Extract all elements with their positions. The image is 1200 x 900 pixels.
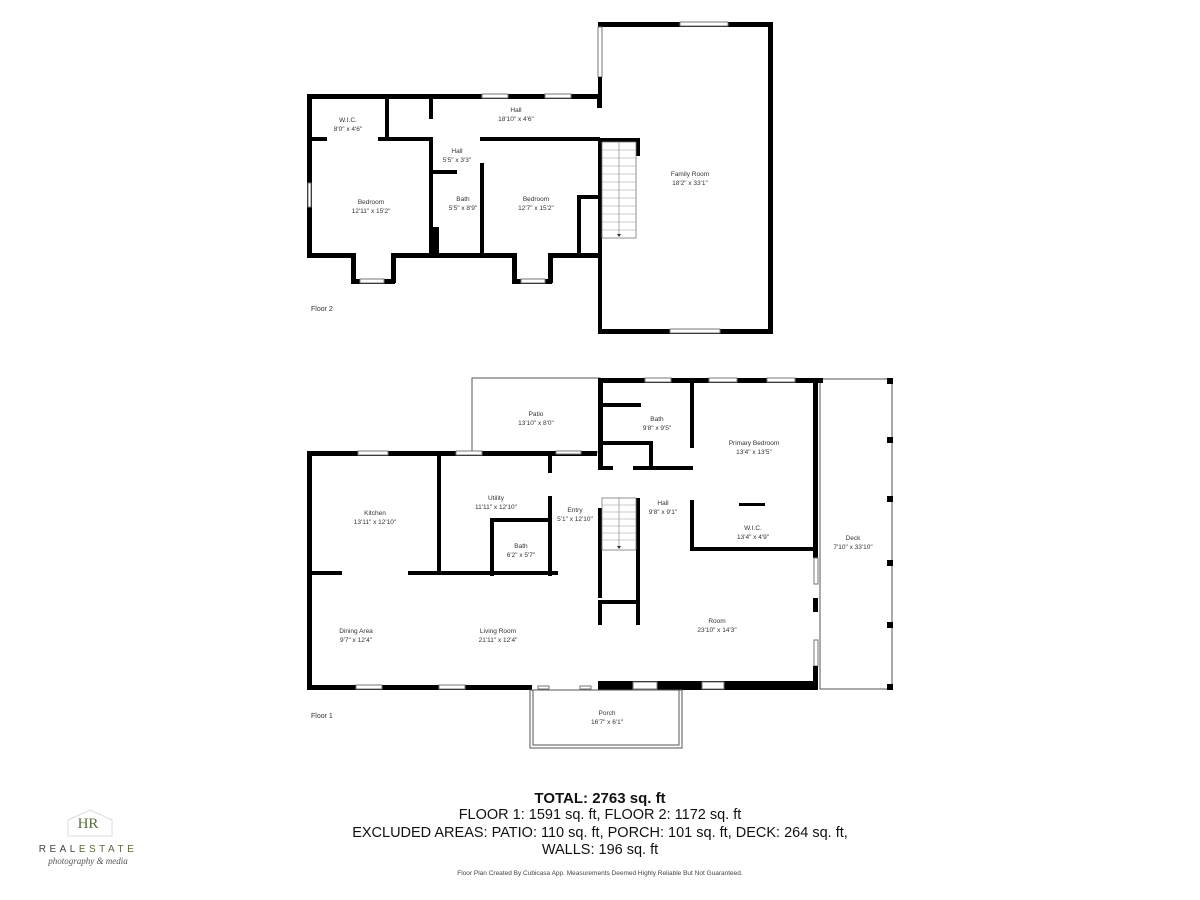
room-dims: 12'11" x 15'2"	[351, 207, 391, 215]
floor-areas: FLOOR 1: 1591 sq. ft, FLOOR 2: 1172 sq. …	[458, 807, 742, 823]
logo-brand-real: REAL	[38, 844, 79, 855]
room-name: Family Room	[670, 171, 710, 178]
room-name: Hall	[510, 107, 522, 114]
porch-outline	[529, 689, 683, 749]
room-dims: 13'4" x 13'5"	[736, 448, 772, 456]
room-dims: 18'10" x 4'6"	[498, 115, 534, 123]
room-dims: 11'11" x 12'10"	[475, 503, 517, 511]
room-dims: 16'7" x 6'1"	[590, 718, 624, 726]
room-name: Deck	[845, 535, 861, 542]
walls-area: WALLS: 196 sq. ft	[541, 842, 659, 858]
room-name: Entry	[567, 507, 583, 514]
logo-tagline: photography & media	[48, 856, 128, 866]
room-dims: 5'5" x 8'9"	[448, 204, 478, 212]
logo-brand-estate: ESTATE	[78, 844, 138, 855]
room-name: Hall	[657, 500, 669, 507]
total-area: TOTAL: 2763 sq. ft	[534, 790, 666, 807]
room-name: Bedroom	[522, 196, 550, 203]
room-name: Hall	[451, 148, 463, 155]
floor-2-label: Floor 2	[311, 306, 333, 313]
room-name: Porch	[598, 710, 616, 717]
room-name: Dining Area	[339, 628, 373, 635]
floor-1-label: Floor 1	[311, 713, 333, 720]
excluded-areas: EXCLUDED AREAS: PATIO: 110 sq. ft, PORCH…	[352, 824, 848, 841]
room-dims: 13'4" x 4'9"	[736, 533, 770, 541]
room-name: W.I.C.	[744, 525, 762, 532]
room-name: W.I.C.	[339, 117, 357, 124]
room-name: Living Room	[479, 628, 517, 635]
room-dims: 5'5" x 3'3"	[442, 156, 472, 164]
room-name: Bath	[456, 196, 470, 203]
room-name: Primary Bedroom	[728, 440, 780, 447]
room-name: Kitchen	[364, 510, 386, 517]
room-dims: 8'0" x 4'6"	[333, 125, 363, 133]
floor-2-stairs	[601, 141, 637, 239]
room-name: Bath	[514, 543, 528, 550]
floor-1-walls	[307, 377, 893, 690]
house-icon: HR	[66, 808, 110, 838]
room-name: Patio	[528, 411, 544, 418]
room-dims: 13'11" x 12'10"	[353, 518, 397, 526]
floor-2-walls	[307, 21, 773, 334]
room-label-f2-wic: W.I.C.8'0" x 4'6"	[334, 117, 362, 134]
logo-monogram: HR	[77, 816, 99, 832]
room-label-f1-wic: W.I.C.13'4" x 4'9"	[737, 525, 769, 542]
room-name: Utility	[488, 495, 504, 502]
room-dims: 6'2" x 5'7"	[506, 551, 536, 559]
room-name: Bedroom	[357, 199, 385, 206]
area-summary: TOTAL: 2763 sq. ft FLOOR 1: 1591 sq. ft,…	[0, 790, 1200, 877]
room-dims: 9'8" x 9'5"	[642, 424, 672, 432]
room-dims: 12'7" x 15'2"	[518, 204, 554, 212]
brand-logo: HR REALESTATE photography & media	[28, 808, 148, 866]
room-dims: 23'10" x 14'3"	[697, 626, 737, 634]
disclaimer: Floor Plan Created By Cubicasa App. Meas…	[457, 869, 743, 877]
room-name: Room	[708, 618, 726, 625]
room-dims: 18'2" x 33'1"	[672, 179, 708, 187]
logo-brand: REALESTATE	[28, 844, 148, 855]
room-dims: 5'1" x 12'10"	[557, 515, 593, 523]
room-dims: 9'8" x 9'1"	[648, 508, 678, 516]
floor-1-stairs	[601, 497, 637, 551]
room-name: Bath	[650, 416, 664, 423]
room-dims: 9'7" x 12'4"	[339, 636, 373, 644]
room-dims: 7'10" x 33'10"	[833, 543, 873, 551]
room-dims: 13'10" x 8'0"	[518, 419, 554, 427]
room-dims: 21'11" x 12'4"	[478, 636, 518, 644]
